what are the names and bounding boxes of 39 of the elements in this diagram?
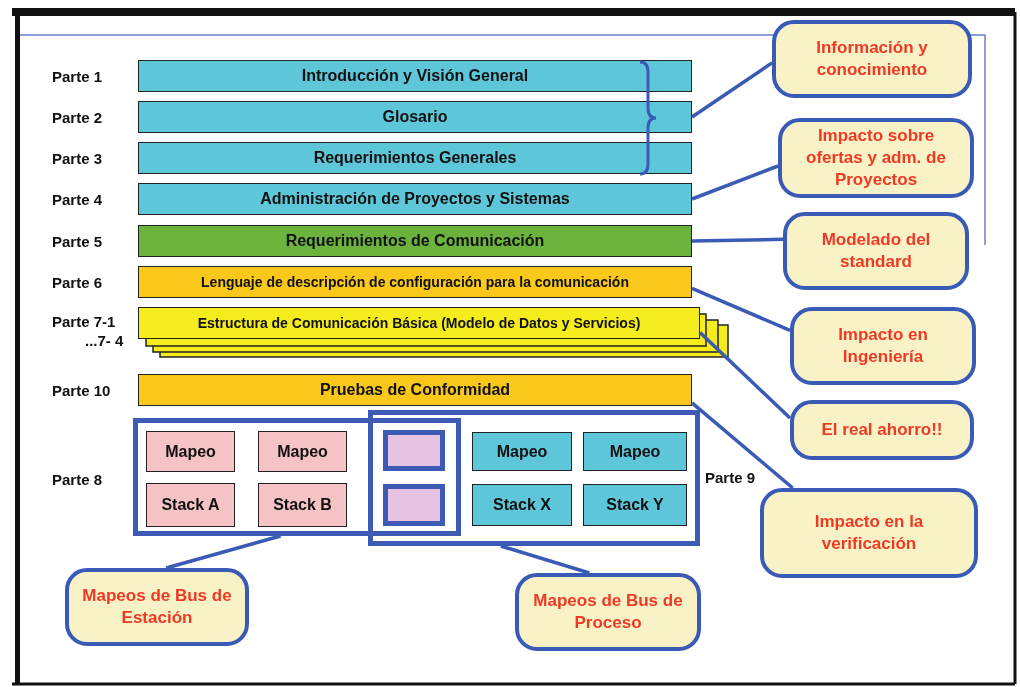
part-label: Parte 8 [52, 471, 103, 488]
part-label: Parte 6 [52, 274, 103, 291]
group-frame [368, 410, 700, 546]
part-bar: Introducción y Visión General [138, 60, 692, 92]
group-frame [383, 430, 445, 471]
group-frame [383, 484, 445, 526]
part-bar: Lenguaje de descripción de configuración para la comunicación [138, 266, 692, 298]
part-label: ...7- 4 [85, 332, 124, 349]
callout-bubble: Información y conocimiento [772, 20, 972, 98]
callout-bubble: Impacto en la verificación [760, 488, 978, 578]
callout-bubble: Impacto sobre ofertas y adm. de Proyectos [778, 118, 974, 198]
part-bar: Glosario [138, 101, 692, 133]
callout-bubble: Mapeos de Bus de Estación [65, 568, 249, 646]
part-bar: Administración de Proyectos y Sistemas [138, 183, 692, 215]
part-label: Parte 4 [52, 191, 103, 208]
callout-bubble: Modelado del standard [783, 212, 969, 290]
part-label: Parte 3 [52, 150, 103, 167]
callout-bubble: Mapeos de Bus de Proceso [515, 573, 701, 651]
block-box: Mapeo [583, 432, 687, 471]
group-frame [133, 418, 461, 536]
part-bar: Pruebas de Conformidad [138, 374, 692, 406]
part-bar: Estructura de Comunicación Básica (Modelo de Datos y Servicios) [138, 307, 700, 339]
part-label: Parte 2 [52, 109, 103, 126]
callout-bubble: El real ahorro!! [790, 400, 974, 460]
part-label: Parte 9 [705, 469, 756, 486]
block-box: Mapeo [146, 431, 235, 472]
block-box: Mapeo [472, 432, 572, 471]
part-label: Parte 7-1 [52, 313, 116, 330]
part-bar: Requerimientos de Comunicación [138, 225, 692, 257]
block-box: Stack A [146, 483, 235, 527]
block-box: Stack Y [583, 484, 687, 526]
block-box: Stack X [472, 484, 572, 526]
callout-bubble: Impacto en Ingeniería [790, 307, 976, 385]
part-label: Parte 10 [52, 382, 111, 399]
block-box: Stack B [258, 483, 347, 527]
part-label: Parte 1 [52, 68, 103, 85]
part-bar: Requerimientos Generales [138, 142, 692, 174]
part-label: Parte 5 [52, 233, 103, 250]
block-box: Mapeo [258, 431, 347, 472]
